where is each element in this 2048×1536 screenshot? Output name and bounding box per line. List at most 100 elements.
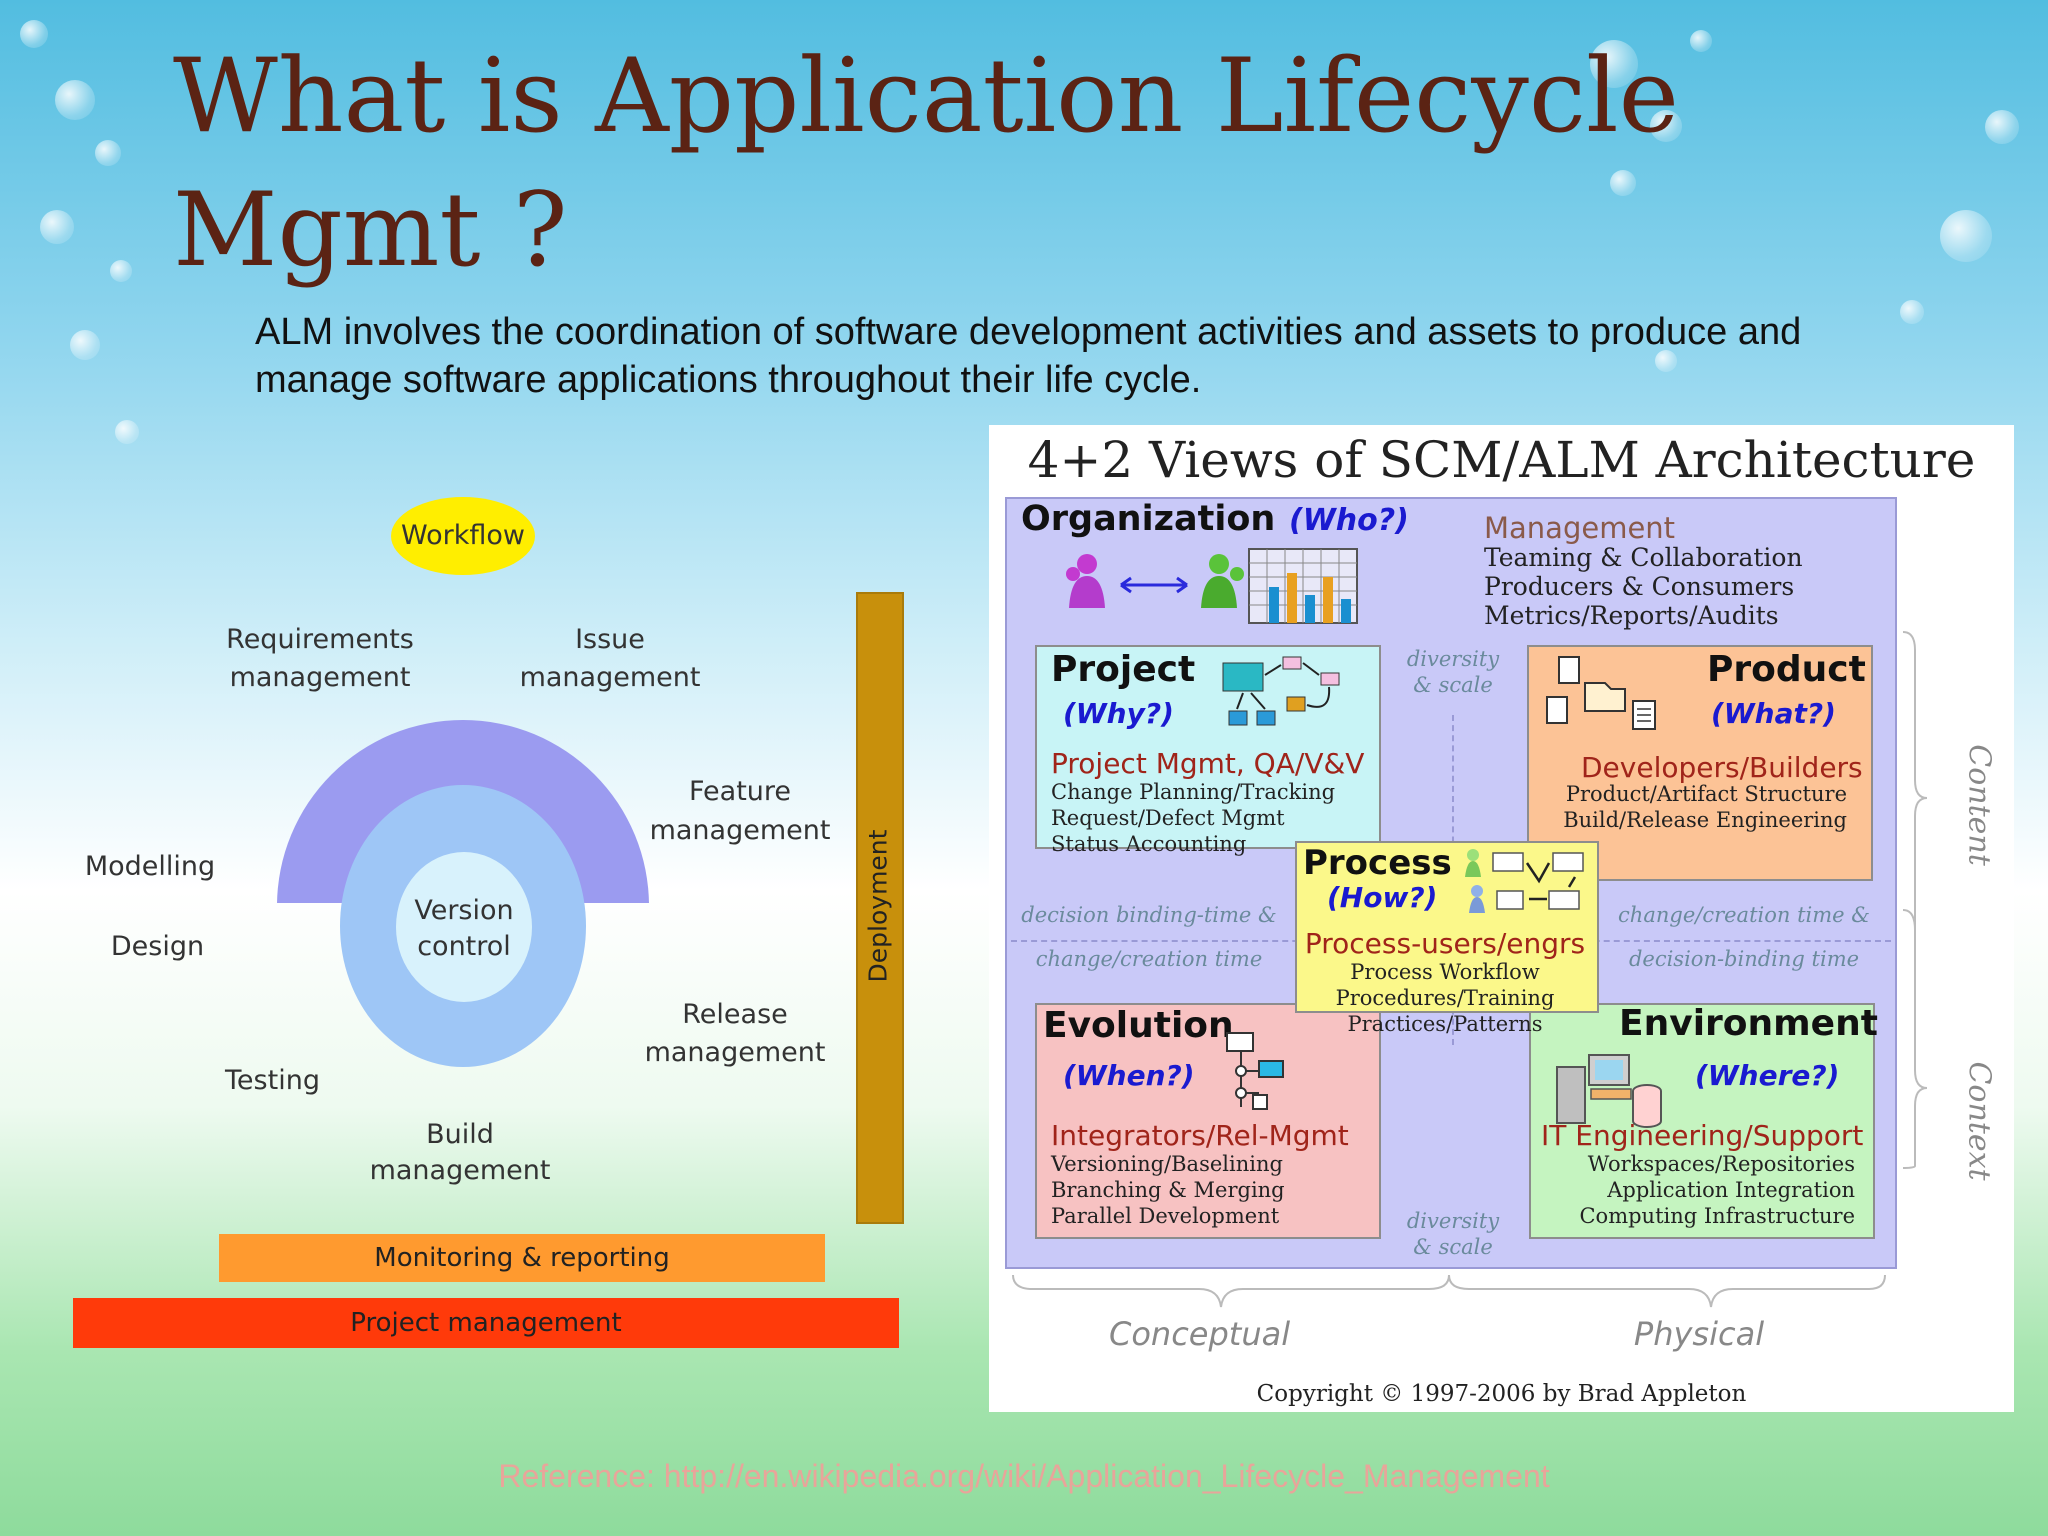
bubble-decoration: [115, 420, 139, 444]
design-label: Design: [110, 931, 205, 962]
bottom-braces: [1012, 1274, 1886, 1308]
workflow-label: Workflow: [401, 520, 525, 551]
scm-alm-figure: 4+2 Views of SCM/ALM Architecture Organi…: [989, 425, 2014, 1412]
evolution-line-3: Parallel Development: [1051, 1204, 1280, 1228]
content-brace: [1902, 631, 1928, 1169]
figure-title: 4+2 Views of SCM/ALM Architecture: [1027, 431, 1976, 489]
feature-label-line1: Feature: [688, 776, 792, 807]
process-box: [1295, 841, 1599, 1013]
bubble-decoration: [1985, 110, 2019, 144]
left-axis-line1: decision binding-time &: [1021, 903, 1277, 927]
evolution-heading: Evolution: [1043, 1005, 1234, 1046]
modelling-label: Modelling: [84, 851, 216, 882]
environment-question: (Where?): [1695, 1059, 1840, 1092]
context-label: Context: [1961, 1061, 1997, 1181]
diversity-bottom-line2: & scale: [1413, 1235, 1493, 1259]
bubble-decoration: [1690, 30, 1712, 52]
build-label-line1: Build: [426, 1119, 494, 1150]
bubble-decoration: [1655, 350, 1677, 372]
organization-line-2: Producers & Consumers: [1484, 572, 1795, 601]
left-axis-line2: change/creation time: [1035, 947, 1263, 971]
monitoring-reporting-bar: Monitoring & reporting: [219, 1234, 825, 1282]
release-label-line1: Release: [682, 999, 788, 1030]
bubble-decoration: [1610, 170, 1636, 196]
release-label-line2: management: [644, 1037, 826, 1068]
bubble-decoration: [40, 210, 74, 244]
bubble-decoration: [70, 330, 100, 360]
project-management-bar: Project management: [73, 1298, 899, 1348]
environment-line-2: Application Integration: [1607, 1178, 1855, 1202]
diversity-top-line2: & scale: [1413, 673, 1493, 697]
process-question: (How?): [1327, 881, 1438, 914]
evolution-question: (When?): [1063, 1059, 1195, 1092]
version-control-core: [396, 852, 532, 1002]
diversity-bottom-line1: diversity: [1406, 1209, 1500, 1233]
project-heading: Project: [1051, 649, 1196, 690]
bubble-decoration: [95, 140, 121, 166]
process-role: Process-users/engrs: [1304, 927, 1586, 960]
bubble-decoration: [110, 260, 132, 282]
evolution-line-2: Branching & Merging: [1051, 1178, 1285, 1202]
people-exchange-icon: [1066, 554, 1244, 608]
process-heading: Process: [1303, 843, 1452, 883]
product-question: (What?): [1711, 697, 1836, 730]
slide-subtitle: ALM involves the coordination of softwar…: [255, 311, 1802, 401]
version-label-line1: Version: [414, 895, 514, 926]
organization-line-3: Metrics/Reports/Audits: [1484, 601, 1779, 630]
process-workflow-icon: [1465, 849, 1584, 913]
organization-heading: Organization: [1021, 499, 1276, 539]
issue-label-line2: management: [519, 662, 701, 693]
feature-label-line2: management: [649, 815, 831, 846]
product-role: Developers/Builders: [1581, 751, 1863, 784]
organization-role: Management: [1484, 511, 1676, 545]
version-label-line2: control: [417, 931, 511, 962]
content-label: Content: [1961, 744, 1997, 866]
conceptual-label: Conceptual: [1109, 1315, 1291, 1353]
environment-line-1: Workspaces/Repositories: [1587, 1152, 1855, 1176]
environment-servers-icon: [1556, 1054, 1662, 1128]
project-line-2: Request/Defect Mgmt: [1051, 806, 1285, 830]
evolution-role: Integrators/Rel-Mgmt: [1051, 1119, 1349, 1152]
project-role: Project Mgmt, QA/V&V: [1051, 747, 1365, 780]
product-line-2: Build/Release Engineering: [1563, 808, 1847, 832]
project-line-1: Change Planning/Tracking: [1051, 780, 1336, 804]
organization-line-1: Teaming & Collaboration: [1484, 543, 1803, 572]
environment-role: IT Engineering/Support: [1541, 1119, 1864, 1152]
build-label-line2: management: [369, 1155, 551, 1186]
slide-title: What is Application Lifecycle Mgmt ?: [173, 37, 1680, 290]
evolution-box: [1035, 1003, 1381, 1239]
organization-question: (Who?): [1289, 503, 1409, 538]
requirements-label-line2: management: [229, 662, 411, 693]
bubble-decoration: [1900, 300, 1924, 324]
bubble-decoration: [1650, 110, 1682, 142]
physical-label: Physical: [1633, 1315, 1765, 1353]
bubble-decoration: [1940, 210, 1992, 262]
project-plan-icon: [1222, 656, 1340, 726]
environment-box: [1529, 1003, 1875, 1239]
evolution-branch-icon: [1226, 1032, 1284, 1110]
right-axis-line1: change/creation time &: [1618, 903, 1870, 927]
evolution-line-1: Versioning/Baselining: [1051, 1152, 1283, 1176]
figure-copyright: Copyright © 1997-2006 by Brad Appleton: [1256, 1381, 1747, 1407]
requirements-label-line1: Requirements: [226, 624, 414, 655]
deployment-label: Deployment: [863, 829, 893, 983]
project-question: (Why?): [1063, 697, 1174, 730]
workflow-ellipse: [391, 497, 535, 575]
bubble-decoration: [55, 80, 95, 120]
process-line-1: Process Workflow: [1350, 960, 1540, 984]
product-files-icon: [1546, 656, 1656, 730]
reference-link[interactable]: Reference: http://en.wikipedia.org/wiki/…: [498, 1458, 1550, 1494]
environment-heading: Environment: [1619, 1003, 1878, 1044]
project-line-3: Status Accounting: [1051, 832, 1247, 856]
product-line-1: Product/Artifact Structure: [1565, 782, 1847, 806]
product-heading: Product: [1707, 649, 1866, 690]
deployment-bar: [856, 592, 904, 1224]
process-line-2: Procedures/Training: [1335, 986, 1555, 1010]
metrics-chart-icon: [1248, 548, 1358, 624]
right-axis-line2: decision-binding time: [1628, 947, 1860, 971]
environment-line-3: Computing Infrastructure: [1579, 1204, 1855, 1228]
process-line-3: Practices/Patterns: [1347, 1012, 1543, 1036]
bubble-decoration: [1590, 40, 1638, 88]
issue-label-line1: Issue: [575, 624, 645, 655]
